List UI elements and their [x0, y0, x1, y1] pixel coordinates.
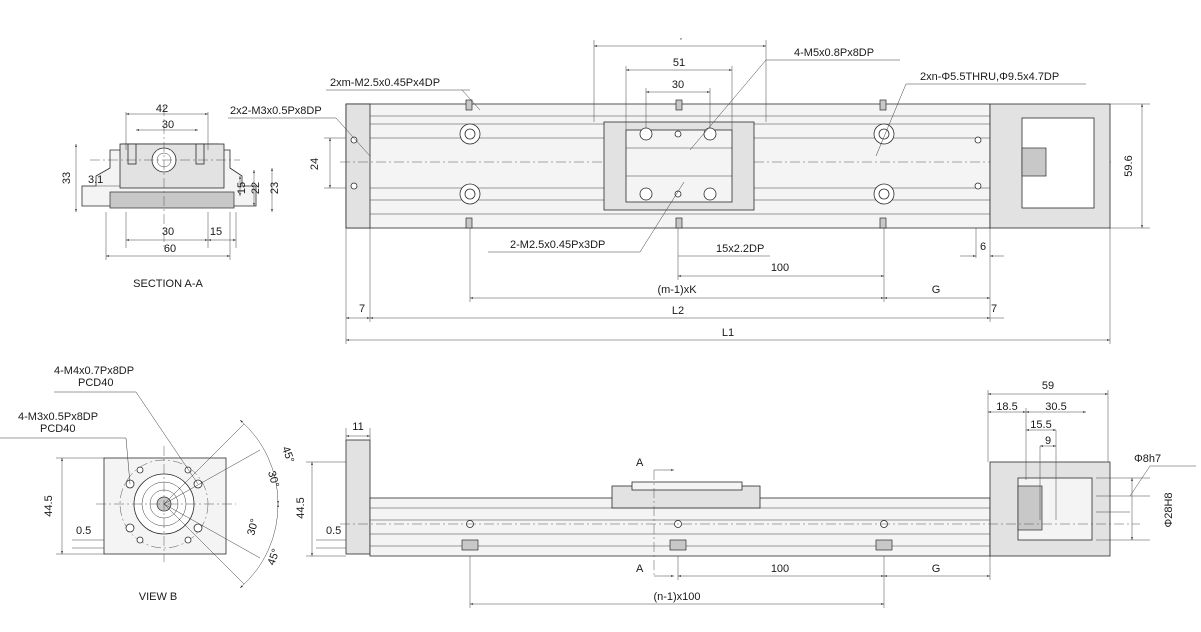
side-view: A A 11 44.5 0.5 100 G (n-1)x100 59 18.5	[295, 380, 1196, 608]
dim-30-top: 30	[162, 119, 174, 131]
side-dim-15-5: 15.5	[1030, 419, 1051, 431]
view-b: 4-M4x0.7Px8DP PCD40 4-M3x0.5Px8DP PCD40 …	[0, 365, 296, 603]
side-end-block	[345, 439, 371, 555]
section-bolt-left	[127, 143, 137, 165]
side-dim-44-5: 44.5	[295, 497, 307, 518]
dim-g-top: G	[932, 284, 941, 296]
side-dim-100: 100	[771, 563, 789, 575]
dim-3-1: 3.1	[88, 174, 103, 186]
view-b-dim-44-5: 44.5	[43, 495, 55, 516]
angle-30-top: 30°	[265, 470, 281, 489]
dim-7-right: 7	[991, 303, 997, 315]
dim-51: 51	[673, 57, 685, 69]
dim-100: 100	[771, 262, 789, 274]
side-dim-n-1-x100: (n-1)x100	[653, 591, 700, 603]
section-mark-a-top: A	[636, 457, 644, 469]
section-bolt-right	[195, 143, 205, 165]
dim-24: 24	[309, 158, 321, 170]
dim-59-6: 59.6	[1123, 155, 1135, 176]
note-4-m3-pcd: PCD40	[40, 423, 75, 435]
dim-30: 30	[672, 79, 684, 91]
dim-15-bottom: 15	[210, 226, 222, 238]
dim-l2: L2	[672, 305, 684, 317]
angle-30-bottom: 30°	[245, 518, 261, 537]
section-mark-a-bottom: A	[636, 563, 644, 575]
dim-l1: L1	[722, 327, 734, 339]
note-2x2-m3: 2x2-M3x0.5Px8DP	[230, 105, 322, 117]
view-b-hole-3	[125, 523, 135, 533]
view-b-dim-0-5: 0.5	[76, 525, 91, 537]
dim-6: 6	[980, 241, 986, 253]
side-dim-30-5: 30.5	[1045, 401, 1066, 413]
view-b-hole-4	[193, 523, 203, 533]
dim-7-left: 7	[359, 303, 365, 315]
dim-m-1-k: (m-1)xK	[657, 284, 697, 296]
dim-15x2-2dp: 15x2.2DP	[716, 243, 764, 255]
top-carriage-hole-3	[639, 187, 653, 201]
note-4-m5: 4-M5x0.8Px8DP	[794, 47, 874, 59]
section-a-a-caption: SECTION A-A	[133, 278, 203, 290]
note-4-m4: 4-M4x0.7Px8DP	[54, 365, 134, 377]
view-b-caption: VIEW B	[139, 591, 178, 603]
section-rail	[109, 191, 235, 209]
section-a-a-view: 42 30 33 3.1 15 22 23 30 15 60 SECTION A…	[61, 103, 281, 290]
note-4-m4-pcd: PCD40	[78, 377, 113, 389]
side-dim-g: G	[932, 563, 941, 575]
dim-30-bottom: 30	[162, 226, 174, 238]
side-dim-9: 9	[1045, 435, 1051, 447]
side-dim-59: 59	[1042, 380, 1054, 392]
dim-15-side: 15	[236, 182, 248, 194]
angle-45-top: 45°	[279, 445, 296, 465]
side-dim-0-5: 0.5	[326, 525, 341, 537]
dim-dot: ·	[679, 33, 683, 45]
top-carriage-hole-2	[703, 127, 717, 141]
note-2-m2-5-3dp: 2-M2.5x0.45Px3DP	[510, 239, 605, 251]
dim-23: 23	[269, 182, 281, 194]
note-2xm-m2-5: 2xm-M2.5x0.45Px4DP	[330, 77, 440, 89]
top-view: · 51 30 2xm-M2.5x0.45Px4DP 2x2-M3x0.5Px8…	[228, 33, 1150, 344]
top-carriage-hole-1	[639, 127, 653, 141]
top-end-left	[345, 103, 371, 229]
angle-45-bottom: 45°	[266, 547, 283, 567]
top-carriage-hole-4	[703, 187, 717, 201]
side-dim-phi8h7: Φ8h7	[1134, 453, 1161, 465]
dim-60: 60	[164, 243, 176, 255]
note-4-m3: 4-M3x0.5Px8DP	[18, 411, 98, 423]
dim-42: 42	[156, 103, 168, 115]
side-dim-11: 11	[352, 421, 363, 433]
dim-33: 33	[61, 172, 73, 184]
dim-22: 22	[250, 182, 262, 194]
note-2xn-phi5-5: 2xn-Φ5.5THRU,Φ9.5x4.7DP	[920, 71, 1059, 83]
top-coupling	[1021, 147, 1047, 177]
side-dim-phi28h8: Φ28H8	[1163, 492, 1175, 527]
side-dim-18-5: 18.5	[996, 401, 1017, 413]
